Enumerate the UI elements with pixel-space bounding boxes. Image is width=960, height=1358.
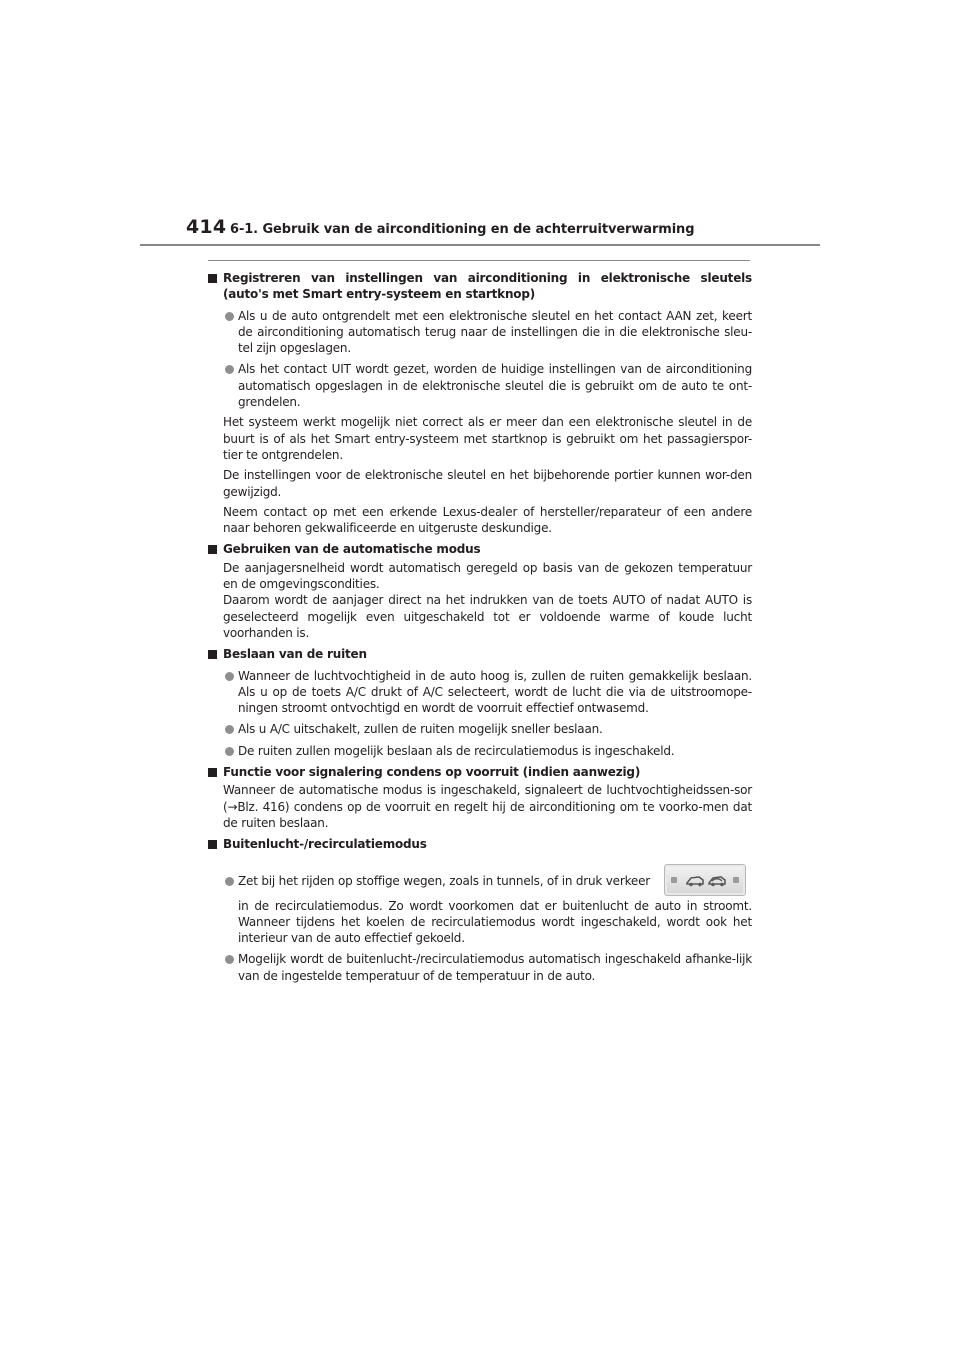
circle-bullet-icon xyxy=(225,671,234,681)
page-content: Registreren van instellingen van aircond… xyxy=(207,270,752,984)
circle-bullet-icon xyxy=(225,311,234,321)
chapter-title: 6-1. Gebruik van de airconditioning en d… xyxy=(230,222,695,237)
page-number: 414 xyxy=(186,216,227,238)
section-automatic-mode: Gebruiken van de automatische modus De a… xyxy=(207,541,752,641)
list-item-text: De ruiten zullen mogelijk beslaan als de… xyxy=(238,743,675,758)
list-item: Als u A/C uitschakelt, zullen de ruiten … xyxy=(207,721,752,737)
circle-bullet-icon xyxy=(225,746,234,756)
paragraph: Wanneer de automatische modus is ingesch… xyxy=(223,783,752,830)
section-condensation-signal: Functie voor signalering condens op voor… xyxy=(207,764,752,831)
recirculation-button-icon xyxy=(664,863,746,896)
list-item-first-line: Zet bij het rijden op stoffige wegen, zo… xyxy=(238,863,752,898)
circle-bullet-icon xyxy=(225,365,234,375)
section-heading: Gebruiken van de automatische modus xyxy=(207,541,752,557)
section-heading-text: Gebruiken van de automatische modus xyxy=(223,542,481,557)
circle-bullet-icon xyxy=(225,876,234,886)
square-bullet-icon xyxy=(208,274,217,283)
list-item-text: Als u A/C uitschakelt, zullen de ruiten … xyxy=(238,722,603,737)
section-heading-text: Registreren van instellingen van aircond… xyxy=(223,271,752,302)
section-heading: Buitenlucht-/recirculatiemodus xyxy=(207,836,752,852)
square-bullet-icon xyxy=(208,545,217,555)
indicator-left-icon xyxy=(671,876,677,883)
square-bullet-icon xyxy=(208,768,217,778)
header-rule xyxy=(140,244,820,246)
list-item: Zet bij het rijden op stoffige wegen, zo… xyxy=(207,863,752,947)
list-item-text: Zet bij het rijden op stoffige wegen, zo… xyxy=(238,873,651,888)
section-heading-text: Buitenlucht-/recirculatiemodus xyxy=(223,837,427,852)
list-item: Wanneer de luchtvochtigheid in de auto h… xyxy=(207,668,752,717)
content-rule xyxy=(208,260,750,261)
list-item: De ruiten zullen mogelijk beslaan als de… xyxy=(207,743,752,759)
list-item: Mogelijk wordt de buitenlucht-/recircula… xyxy=(207,951,752,984)
section-heading-text: Functie voor signalering condens op voor… xyxy=(223,765,641,780)
section-heading: Functie voor signalering condens op voor… xyxy=(207,764,752,780)
list-item-text: Mogelijk wordt de buitenlucht-/recircula… xyxy=(238,952,752,983)
indicator-right-icon xyxy=(733,876,739,883)
circle-bullet-icon xyxy=(225,955,234,965)
list-item: Als u de auto ontgrendelt met een elektr… xyxy=(207,308,752,357)
paragraph: Het systeem werkt mogelijk niet correct … xyxy=(223,415,752,462)
paragraph: De aanjagersnelheid wordt automatisch ge… xyxy=(223,560,752,592)
section-window-fogging: Beslaan van de ruiten Wanneer de luchtvo… xyxy=(207,646,752,759)
list-item-text: Als het contact UIT wordt gezet, worden … xyxy=(238,362,752,410)
section-heading: Registreren van instellingen van aircond… xyxy=(207,270,752,303)
paragraph: Neem contact op met een erkende Lexus-de… xyxy=(223,504,752,536)
section-heading-text: Beslaan van de ruiten xyxy=(223,647,367,662)
list-item-text: in de recirculatiemodus. Zo wordt voorko… xyxy=(238,898,752,946)
circle-bullet-icon xyxy=(225,725,234,735)
list-item: Als het contact UIT wordt gezet, worden … xyxy=(207,361,752,410)
list-item-text: Als u de auto ontgrendelt met een elektr… xyxy=(238,308,752,356)
page-header: 414 6-1. Gebruik van de airconditioning … xyxy=(0,0,960,261)
square-bullet-icon xyxy=(208,840,217,850)
section-heading: Beslaan van de ruiten xyxy=(207,646,752,662)
paragraph: Daarom wordt de aanjager direct na het i… xyxy=(223,593,752,640)
list-item-text: Wanneer de luchtvochtigheid in de auto h… xyxy=(238,668,752,716)
section-recirculation: Buitenlucht-/recirculatiemodus Zet bij h… xyxy=(207,836,752,984)
section-key-settings: Registreren van instellingen van aircond… xyxy=(207,270,752,536)
square-bullet-icon xyxy=(208,650,217,660)
car-recirculation-icon xyxy=(686,875,726,886)
paragraph: De instellingen voor de elektronische sl… xyxy=(223,468,752,499)
